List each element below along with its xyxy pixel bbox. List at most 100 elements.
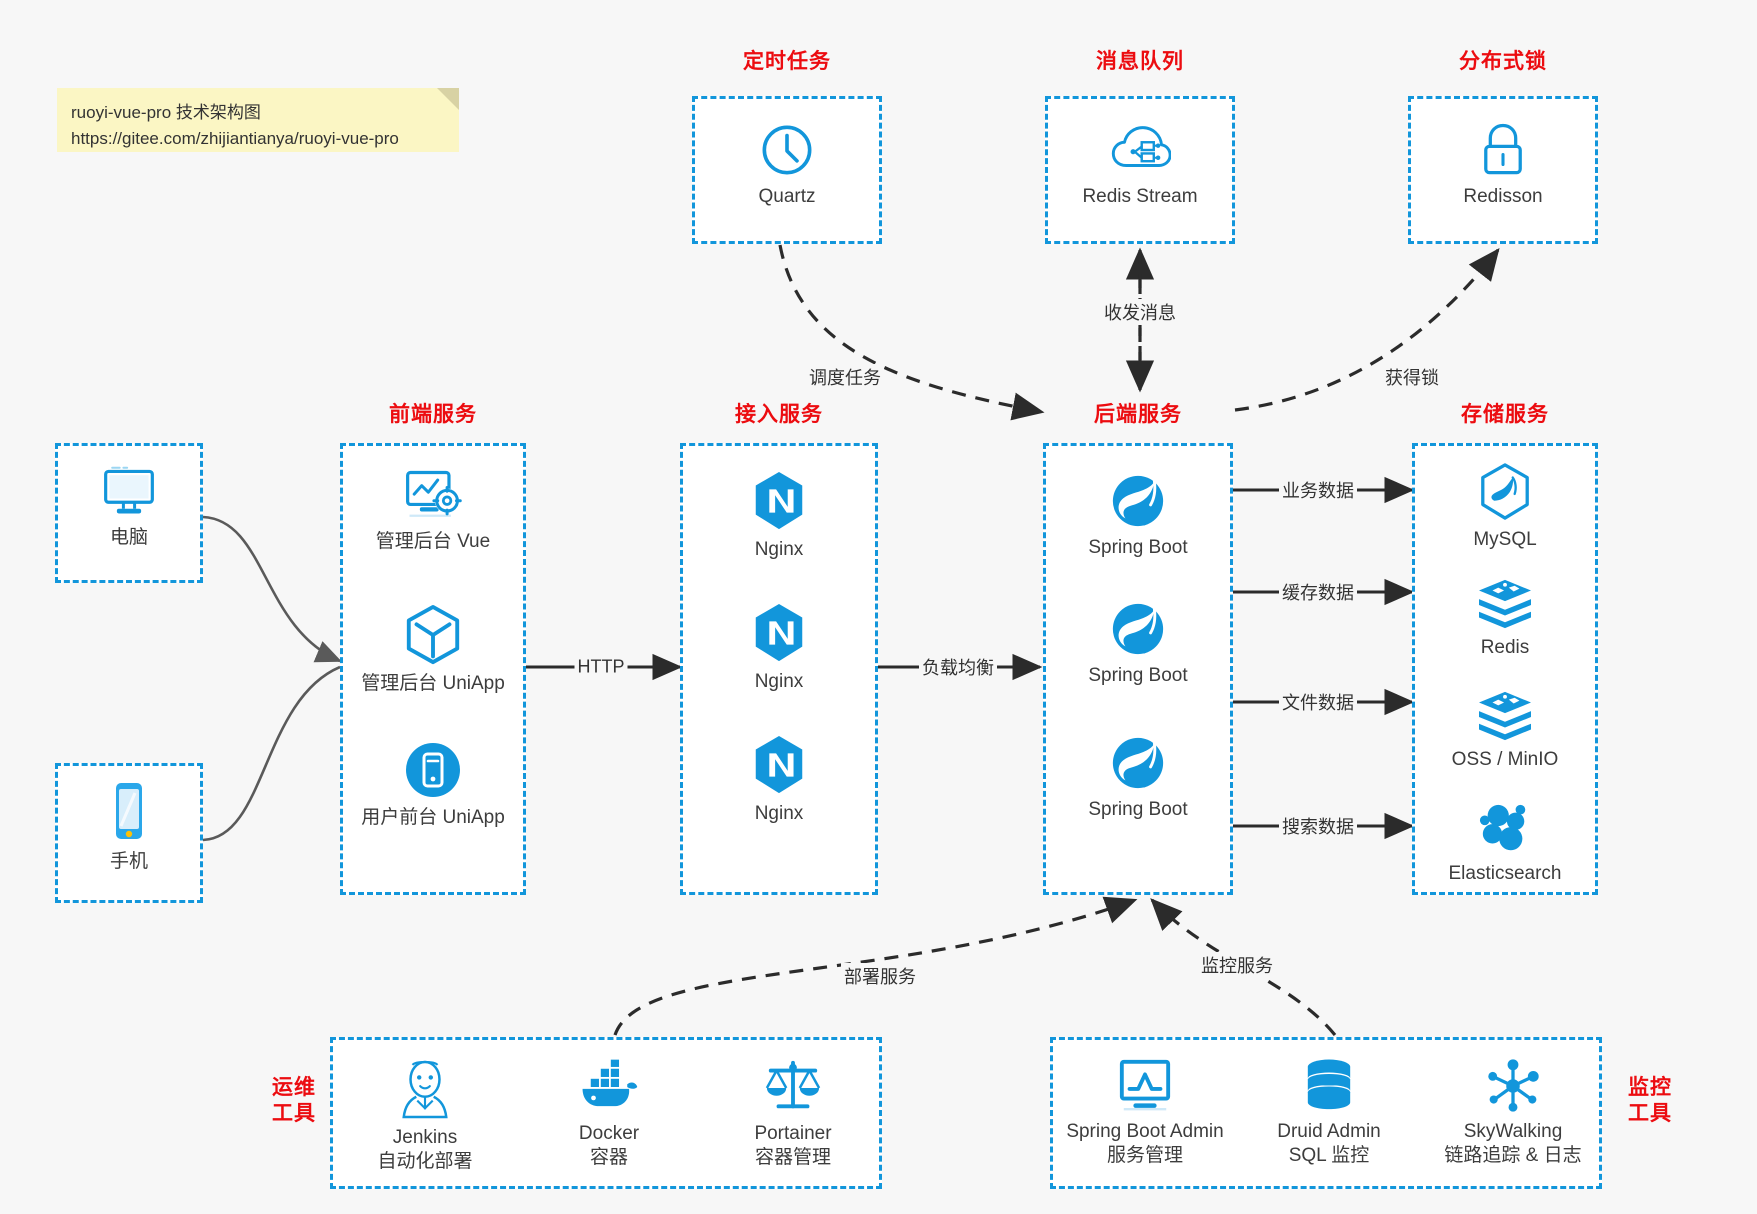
monitor-chart-icon xyxy=(1119,1059,1171,1111)
node-spring-boot-3[interactable]: Spring Boot xyxy=(1046,734,1230,822)
node-nginx-3[interactable]: Nginx xyxy=(683,734,875,826)
node-label: Nginx xyxy=(754,539,804,560)
group-message-queue: Redis Stream xyxy=(1045,96,1235,244)
group-title-scheduled-task: 定时任务 xyxy=(743,50,831,73)
clock-icon xyxy=(762,125,812,175)
node-sublabel: SQL 监控 xyxy=(1288,1145,1370,1167)
node-elasticsearch[interactable]: Elasticsearch xyxy=(1415,802,1595,886)
node-redisson[interactable]: Redisson xyxy=(1411,121,1595,209)
node-phone[interactable]: 手机 xyxy=(58,780,200,874)
node-redis[interactable]: Redis xyxy=(1415,578,1595,660)
edge-label-monitor: 监控服务 xyxy=(1198,952,1276,978)
edge-label-acquire-lock: 获得锁 xyxy=(1382,364,1442,390)
monitoring-title-line1: 监控 xyxy=(1628,1076,1672,1099)
group-monitoring: Spring Boot Admin 服务管理 Druid Admin SQL 监… xyxy=(1050,1037,1602,1189)
node-label: MySQL xyxy=(1473,529,1537,550)
edge-label-loadbalance: 负载均衡 xyxy=(919,654,997,680)
spring-boot-icon xyxy=(1112,737,1164,789)
node-druid-admin[interactable]: Druid Admin SQL 监控 xyxy=(1237,1058,1421,1169)
redis-stack-icon xyxy=(1479,691,1531,741)
group-title-backend: 后端服务 xyxy=(1094,403,1182,426)
node-admin-uniapp[interactable]: 管理后台 UniApp xyxy=(343,604,523,696)
node-label: Spring Boot xyxy=(1088,537,1188,558)
hexagon-cube-icon xyxy=(406,604,460,665)
dashboard-gear-icon xyxy=(406,470,462,517)
node-label: 用户前台 UniApp xyxy=(361,807,505,828)
node-oss-minio[interactable]: OSS / MinIO xyxy=(1415,690,1595,772)
group-title-frontend: 前端服务 xyxy=(389,403,477,426)
group-title-storage: 存储服务 xyxy=(1461,403,1549,426)
nginx-icon xyxy=(755,735,803,794)
group-title-distributed-lock: 分布式锁 xyxy=(1459,50,1547,73)
node-label: Nginx xyxy=(754,803,804,824)
elasticsearch-icon xyxy=(1479,804,1526,851)
spring-boot-icon xyxy=(1112,603,1164,655)
monitoring-title-line2: 工具 xyxy=(1628,1102,1672,1126)
database-cylinder-icon xyxy=(1307,1059,1351,1110)
edge-label-schedule: 调度任务 xyxy=(806,364,884,390)
edge-label-search-data: 搜索数据 xyxy=(1279,813,1357,839)
node-spring-boot-1[interactable]: Spring Boot xyxy=(1046,472,1230,560)
node-nginx-1[interactable]: Nginx xyxy=(683,470,875,562)
node-label: Quartz xyxy=(758,186,816,207)
node-label: Spring Boot xyxy=(1088,665,1188,686)
edge-label-cache-data: 缓存数据 xyxy=(1279,579,1357,605)
node-label: Nginx xyxy=(754,671,804,692)
desktop-monitor-icon xyxy=(104,466,154,514)
edge-label-biz-data: 业务数据 xyxy=(1279,477,1357,503)
node-spring-boot-admin[interactable]: Spring Boot Admin 服务管理 xyxy=(1053,1058,1237,1169)
jenkins-butler-icon xyxy=(402,1060,448,1119)
node-label: Spring Boot Admin xyxy=(1066,1121,1224,1142)
node-label: OSS / MinIO xyxy=(1451,749,1559,770)
node-label: Docker xyxy=(578,1123,640,1144)
node-admin-vue[interactable]: 管理后台 Vue xyxy=(343,468,523,554)
node-sublabel: 服务管理 xyxy=(1106,1145,1183,1167)
redis-stack-icon xyxy=(1479,579,1531,629)
lock-icon xyxy=(1484,123,1522,175)
edge-label-messaging: 收发消息 xyxy=(1101,299,1179,325)
node-sublabel: 容器管理 xyxy=(754,1147,831,1169)
devops-title-line1: 运维 xyxy=(272,1076,316,1099)
edge-label-http: HTTP xyxy=(574,656,628,678)
sticky-note: ruoyi-vue-pro 技术架构图 https://gitee.com/zh… xyxy=(57,88,459,152)
node-label: 管理后台 Vue xyxy=(375,531,491,552)
node-portainer[interactable]: Portainer 容器管理 xyxy=(701,1058,885,1171)
node-mysql[interactable]: MySQL xyxy=(1415,462,1595,552)
node-jenkins[interactable]: Jenkins 自动化部署 xyxy=(333,1058,517,1175)
group-scheduled-task: Quartz xyxy=(692,96,882,244)
devops-title-line2: 工具 xyxy=(272,1102,316,1126)
node-label: Portainer xyxy=(754,1123,832,1144)
group-storage: MySQL Redis OSS / MinIO xyxy=(1412,443,1598,895)
node-label: Redis Stream xyxy=(1082,186,1198,207)
mobile-phone-icon xyxy=(116,783,142,839)
node-quartz[interactable]: Quartz xyxy=(695,121,879,209)
node-user-uniapp[interactable]: 用户前台 UniApp xyxy=(343,740,523,830)
spring-boot-icon xyxy=(1112,475,1164,527)
node-skywalking[interactable]: SkyWalking 链路追踪 & 日志 xyxy=(1421,1058,1605,1169)
node-sublabel: 链路追踪 & 日志 xyxy=(1444,1145,1582,1167)
node-computer[interactable]: 电脑 xyxy=(58,464,200,550)
edge-label-file-data: 文件数据 xyxy=(1279,689,1357,715)
group-devops: Jenkins 自动化部署 Docker 容器 xyxy=(330,1037,882,1189)
node-sublabel: 容器 xyxy=(589,1147,628,1169)
nginx-icon xyxy=(755,471,803,530)
cloud-stream-icon xyxy=(1111,126,1171,167)
app-circle-icon xyxy=(406,743,460,797)
node-nginx-2[interactable]: Nginx xyxy=(683,602,875,694)
group-frontend: 管理后台 Vue 管理后台 UniApp 用户前台 UniApp xyxy=(340,443,526,895)
node-spring-boot-2[interactable]: Spring Boot xyxy=(1046,600,1230,688)
node-sublabel: 自动化部署 xyxy=(377,1151,473,1173)
group-backend: Spring Boot Spring Boot Spring Boot xyxy=(1043,443,1233,895)
node-docker[interactable]: Docker 容器 xyxy=(517,1058,701,1171)
node-label: 手机 xyxy=(109,851,148,872)
group-title-devops: 运维 工具 xyxy=(258,1075,330,1128)
node-label: Elasticsearch xyxy=(1448,863,1562,884)
node-label: Jenkins xyxy=(392,1127,458,1148)
node-redis-stream[interactable]: Redis Stream xyxy=(1048,121,1232,209)
note-fold-corner xyxy=(437,88,459,110)
mysql-dolphin-icon xyxy=(1481,463,1529,520)
group-title-gateway: 接入服务 xyxy=(735,403,823,426)
docker-whale-icon xyxy=(582,1059,638,1107)
group-computer: 电脑 xyxy=(55,443,203,583)
